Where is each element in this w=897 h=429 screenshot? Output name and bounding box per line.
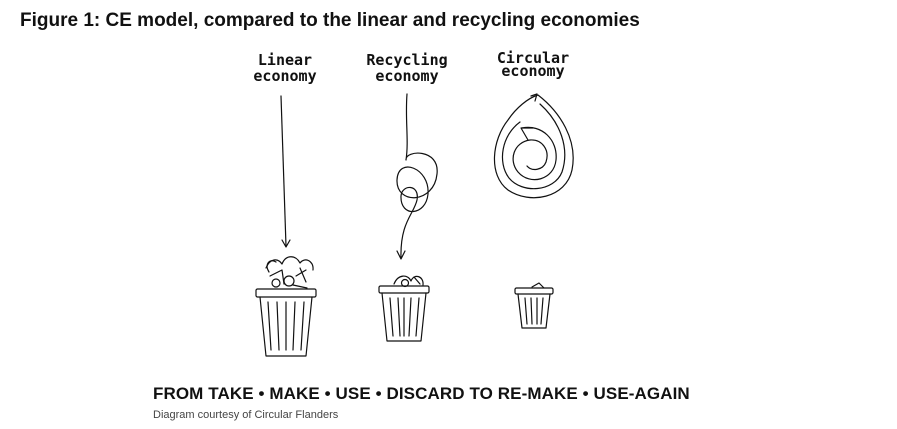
recycling-trash-bin <box>378 275 430 342</box>
linear-trash-bin <box>255 256 317 357</box>
label-recycling-economy: Recycling economy <box>359 52 455 84</box>
label-recycling-line2: economy <box>375 67 439 85</box>
label-circular-line2: economy <box>501 62 565 80</box>
figure-title: Figure 1: CE model, compared to the line… <box>20 10 640 31</box>
label-circular-economy: Circular economy <box>489 49 577 80</box>
recycling-flow-line <box>396 93 438 260</box>
circular-spiral <box>493 93 574 199</box>
label-circular-line1: Circular <box>496 49 570 67</box>
label-recycling-line1: Recycling <box>366 51 448 69</box>
label-linear-line1: Linear <box>257 51 313 69</box>
label-linear-economy: Linear economy <box>245 52 325 84</box>
tagline: FROM TAKE • MAKE • USE • DISCARD TO RE-M… <box>153 384 690 403</box>
label-linear-line2: economy <box>253 67 317 85</box>
circular-trash-bin <box>514 282 554 329</box>
linear-flow-line <box>280 95 291 248</box>
diagram-credit: Diagram courtesy of Circular Flanders <box>153 409 339 421</box>
